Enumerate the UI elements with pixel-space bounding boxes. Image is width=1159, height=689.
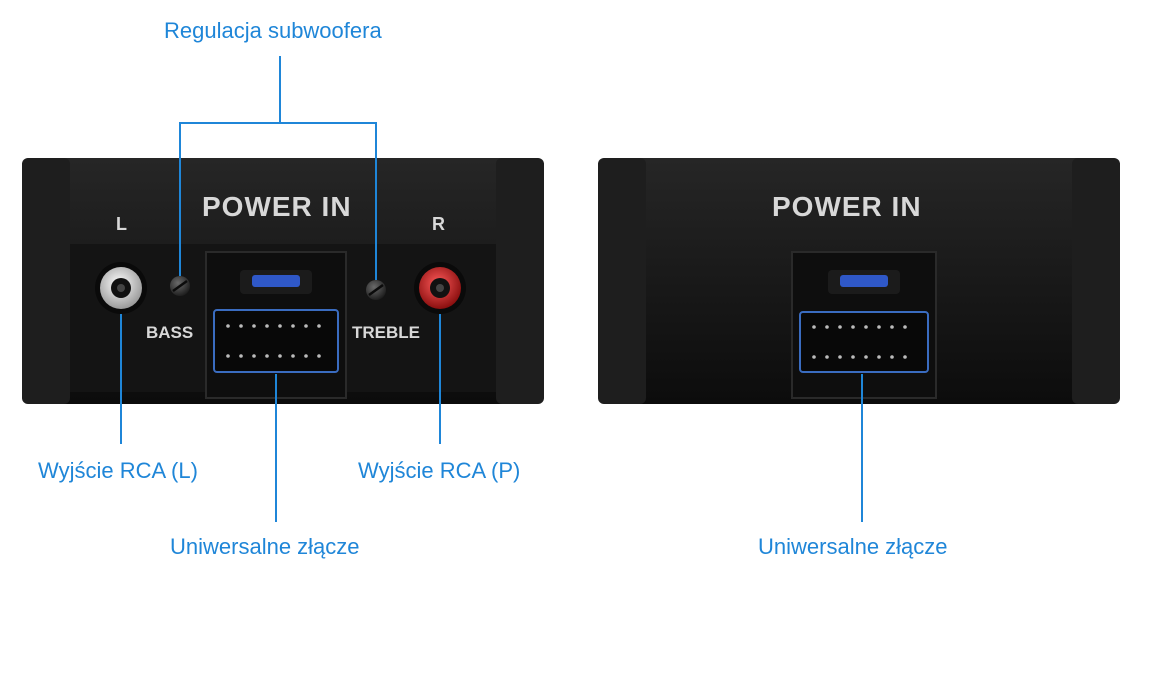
callout-connector-left-label: Uniwersalne złącze — [170, 534, 360, 559]
fuse-left — [252, 275, 300, 287]
device-left-edge-flange — [22, 158, 70, 404]
subwoofer-bracket — [179, 122, 377, 280]
callout-subwoofer-label: Regulacja subwoofera — [164, 18, 382, 43]
device-left-label-treble: TREBLE — [352, 323, 420, 342]
device-left-label-r: R — [432, 214, 445, 234]
callout-rca-right-label: Wyjście RCA (P) — [358, 458, 521, 483]
fuse-right — [840, 275, 888, 287]
callout-connector-right-label: Uniwersalne złącze — [758, 534, 948, 559]
device-left-edge-flange — [496, 158, 544, 404]
universal-connector-left — [205, 251, 347, 399]
device-left-label-bass: BASS — [146, 323, 194, 342]
device-left-label-l: L — [116, 214, 127, 234]
rca-left-jack — [95, 262, 147, 314]
callout-lines — [120, 56, 863, 522]
connector-pins-left — [213, 309, 339, 373]
connector-pins-right — [799, 311, 929, 373]
universal-connector-right — [791, 251, 937, 399]
device-left-title: POWER IN — [202, 191, 352, 222]
device-right-edge-flange — [598, 158, 646, 404]
device-right-edge-flange — [1072, 158, 1120, 404]
treble-knob — [366, 280, 386, 300]
device-right — [598, 158, 1120, 404]
bass-knob — [170, 276, 190, 296]
device-left — [22, 158, 544, 404]
rca-right-jack — [414, 262, 466, 314]
device-right-title: POWER IN — [772, 191, 922, 222]
callout-rca-left-label: Wyjście RCA (L) — [38, 458, 198, 483]
